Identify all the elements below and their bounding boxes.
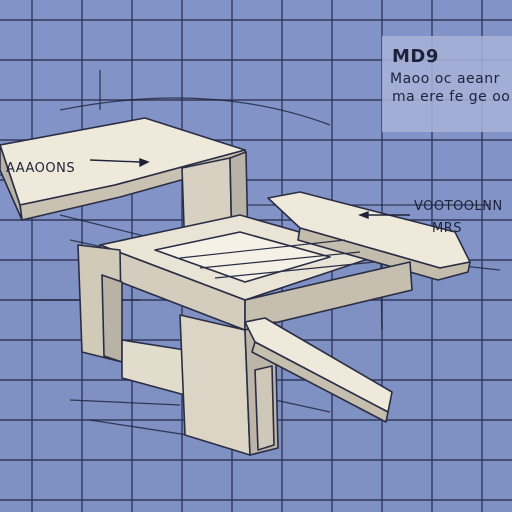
callout-arrows	[89, 157, 410, 220]
base-right-slab	[244, 261, 413, 331]
title-block-line-2: ma ere fe ge oo	[392, 89, 510, 105]
callout-left: AAAOONS	[6, 161, 75, 176]
title-block-line-1: Maoo oc aeanr	[390, 71, 500, 87]
pedestal-bracket	[254, 365, 275, 451]
chute-edge	[251, 341, 389, 423]
platform-rails	[179, 239, 376, 279]
chute-top	[244, 317, 393, 413]
overhang-plate-end	[0, 144, 23, 221]
callout-right-line-2: MRS	[432, 221, 462, 236]
title-block: MD9 Maoo oc aeanr ma ere fe ge oo	[382, 36, 512, 132]
pedestal-front	[179, 314, 251, 456]
callout-right-line-1: VOOTOOLNN	[414, 199, 503, 214]
base-platform-inner	[154, 231, 331, 283]
left-leg-side	[101, 274, 123, 363]
title-block-heading: MD9	[392, 46, 439, 67]
